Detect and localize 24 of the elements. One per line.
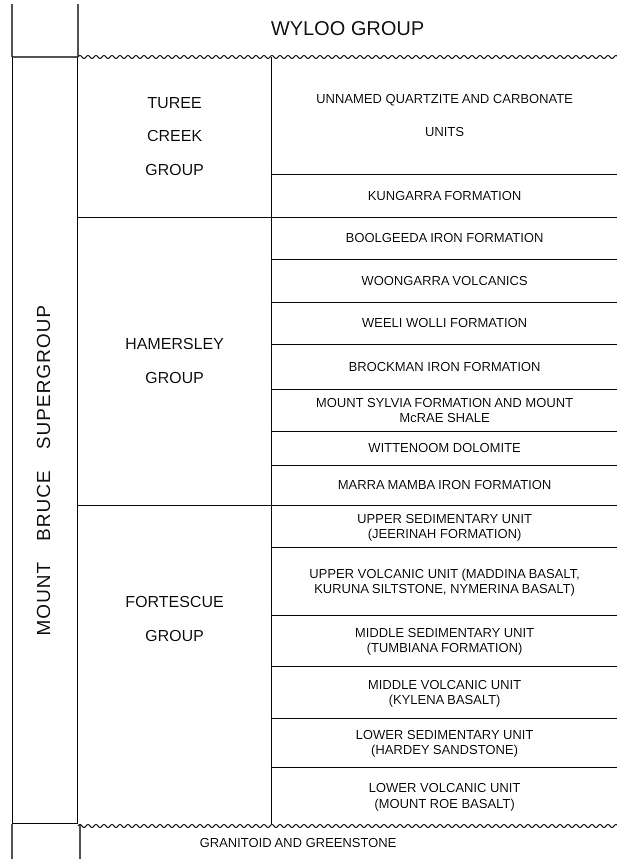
supergroup-column [12,57,78,824]
group-name: HAMERSLEY GROUP [124,334,225,388]
group-cell [78,218,272,506]
formation-name: MIDDLE SEDIMENTARY UNIT (TUMBIANA FORMATION) [354,626,536,656]
formation-name: WITTENOOM DOLOMITE [368,441,521,456]
formation-name: MIDDLE VOLCANIC UNIT (KYLENA BASALT) [366,678,522,708]
formation-name: KUNGARRA FORMATION [368,188,522,204]
group-name: FORTESCUE GROUP [124,593,225,647]
formation-name: UPPER SEDIMENTARY UNIT (JEERINAH FORMATION) [356,512,533,541]
group-cell [78,57,272,218]
formation-name: BROCKMAN IRON FORMATION [348,360,540,374]
formation-name: UNNAMED QUARTZITE AND CARBONATE UNITS [315,90,574,140]
formation-name: MARRA MAMBA IRON FORMATION [338,478,552,493]
formation-name: LOWER SEDIMENTARY UNIT (HARDEY SANDSTONE) [354,728,534,758]
group-name: TUREE CREEK GROUP [144,94,205,181]
formation-name: UPPER VOLCANIC UNIT (MADDINA BASALT, KURUNA SILTSTONE, NYMERINA BASALT) [308,566,581,596]
formation-name: MOUNT SYLVIA FORMATION AND MOUNT McRAE SHALE [314,396,574,425]
formation-name: WOONGARRA VOLCANICS [361,274,528,288]
group-name: WYLOO GROUP [270,16,424,40]
formation-name: LOWER VOLCANIC UNIT (MOUNT ROE BASALT) [368,780,522,812]
supergroup-name: MOUNT BRUCE SUPERGROUP [34,304,56,636]
group-name: GRANITOID AND GREENSTONE [200,834,396,850]
formation-name: WEELI WOLLI FORMATION [362,316,528,331]
formation-name: BOOLGEEDA IRON FORMATION [346,231,544,246]
